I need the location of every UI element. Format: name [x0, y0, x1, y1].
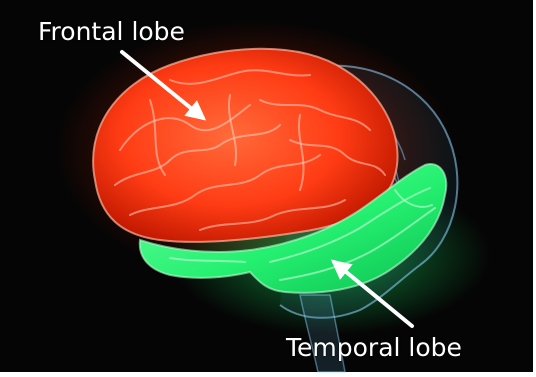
frontal-lobe-label: Frontal lobe	[38, 19, 185, 44]
temporal-lobe-label: Temporal lobe	[286, 335, 462, 360]
